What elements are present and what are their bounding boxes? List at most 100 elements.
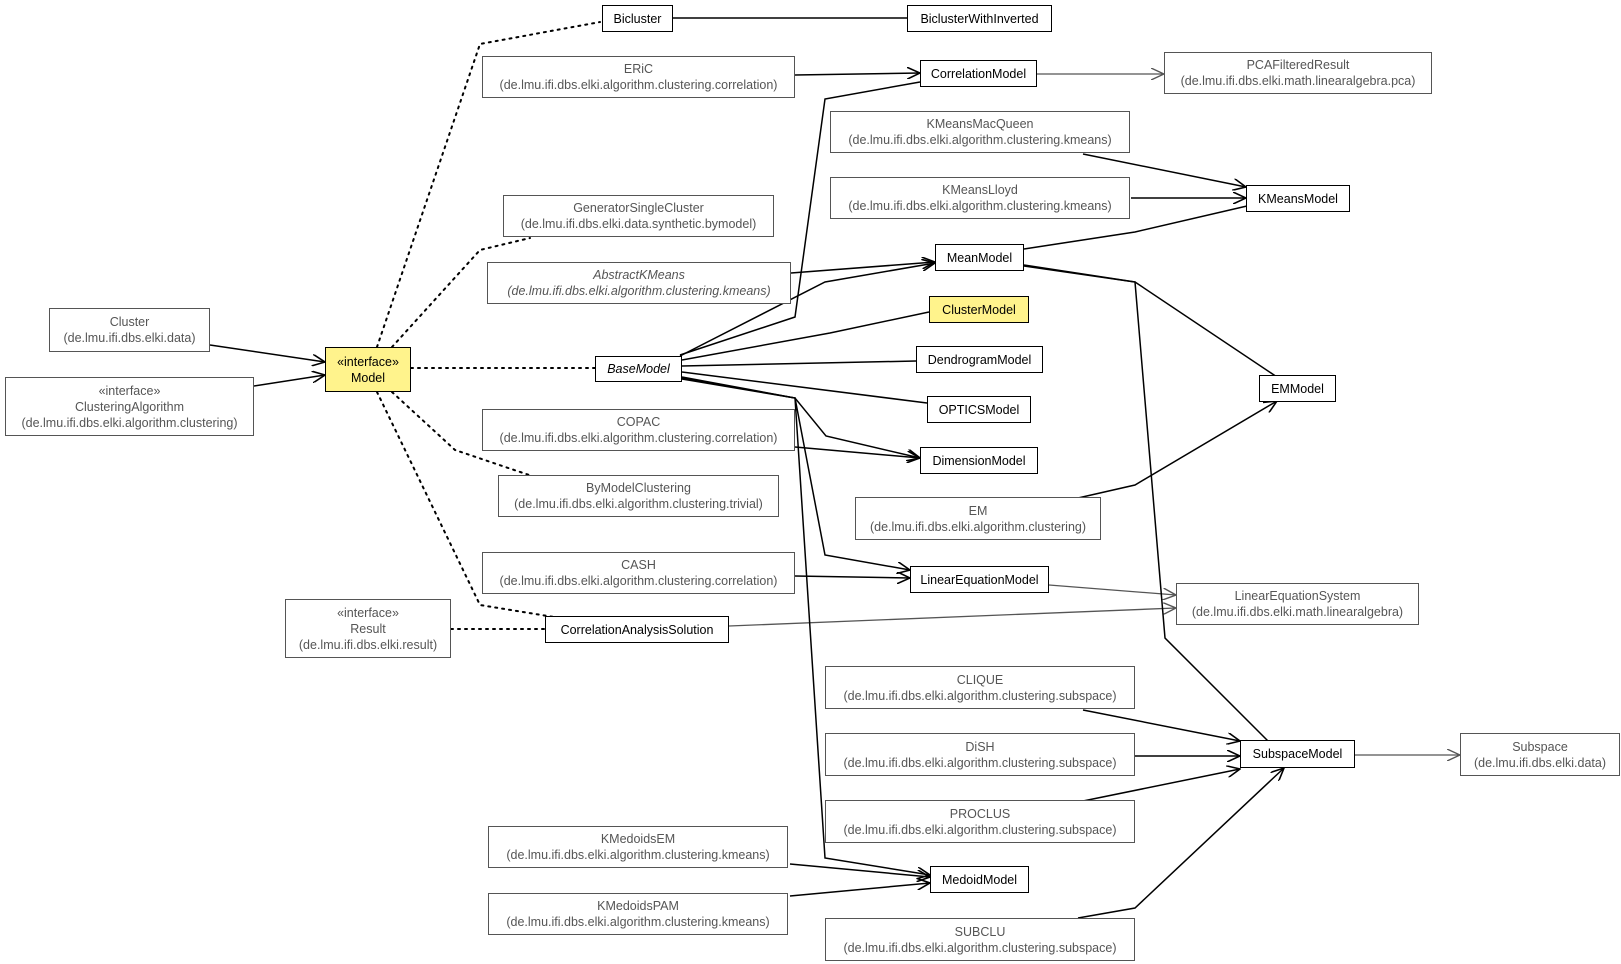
node-bicluster[interactable]: Bicluster xyxy=(602,5,673,32)
edge-mean-kmeans xyxy=(1023,205,1248,250)
node-name: CLIQUE xyxy=(956,672,1004,687)
edge-cluster-model xyxy=(209,344,325,362)
edge-macqueen-kmeans xyxy=(1082,153,1246,187)
node-name: EM xyxy=(968,503,988,518)
node-name: BaseModel xyxy=(607,362,670,376)
node-name: KMedoidsPAM xyxy=(597,899,679,913)
node-kmeans-model[interactable]: KMeansModel xyxy=(1246,185,1350,212)
edge-base-cluster xyxy=(681,311,930,361)
node-dendrogram-model[interactable]: DendrogramModel xyxy=(916,346,1043,373)
node-optics-model[interactable]: OPTICSModel xyxy=(927,396,1031,423)
edge-correlation-solution-system xyxy=(728,608,1176,627)
node-cluster[interactable]: Cluster (de.lmu.ifi.dbs.elki.data) xyxy=(49,308,210,352)
node-cash[interactable]: CASH (de.lmu.ifi.dbs.elki.algorithm.clus… xyxy=(482,552,795,594)
node-correlation-model[interactable]: CorrelationModel xyxy=(920,60,1037,87)
node-name: CASH xyxy=(621,558,656,572)
node-package: (de.lmu.ifi.dbs.elki.algorithm.clusterin… xyxy=(499,574,778,588)
node-result[interactable]: «interface» Result (de.lmu.ifi.dbs.elki.… xyxy=(285,599,451,658)
node-package: (de.lmu.ifi.dbs.elki.algorithm.clusterin… xyxy=(499,78,778,92)
node-subclu[interactable]: SUBCLU (de.lmu.ifi.dbs.elki.algorithm.cl… xyxy=(825,918,1135,961)
node-package: (de.lmu.ifi.dbs.elki.algorithm.clusterin… xyxy=(499,431,778,445)
edge-abstract-mean xyxy=(790,262,935,274)
node-bymodel-clustering[interactable]: ByModelClustering (de.lmu.ifi.dbs.elki.a… xyxy=(498,475,779,517)
edge-proclus-subspace xyxy=(1082,769,1240,802)
node-dimension-model[interactable]: DimensionModel xyxy=(920,447,1038,474)
node-copac[interactable]: COPAC (de.lmu.ifi.dbs.elki.algorithm.clu… xyxy=(482,409,795,451)
edge-em-emmodel xyxy=(1077,401,1277,499)
node-correlation-analysis-solution[interactable]: CorrelationAnalysisSolution xyxy=(545,616,729,643)
node-abstract-kmeans[interactable]: AbstractKMeans (de.lmu.ifi.dbs.elki.algo… xyxy=(487,262,791,304)
edge-base-correlation xyxy=(679,81,921,356)
node-stereotype: «interface» xyxy=(337,354,399,369)
node-name: MeanModel xyxy=(946,250,1013,265)
edge-kmedoidspam-medoid xyxy=(789,883,930,897)
node-name: COPAC xyxy=(616,415,661,429)
node-stereotype: «interface» xyxy=(337,605,399,620)
node-package: (de.lmu.ifi.dbs.elki.algorithm.clusterin… xyxy=(506,848,770,862)
node-kmeans-macqueen[interactable]: KMeansMacQueen (de.lmu.ifi.dbs.elki.algo… xyxy=(830,111,1130,153)
node-package: (de.lmu.ifi.dbs.elki.math.linearalgebra.… xyxy=(1180,74,1416,88)
node-name: ClusterModel xyxy=(942,302,1016,317)
node-pca-filtered-result[interactable]: PCAFilteredResult (de.lmu.ifi.dbs.elki.m… xyxy=(1164,52,1432,94)
node-proclus[interactable]: PROCLUS (de.lmu.ifi.dbs.elki.algorithm.c… xyxy=(825,800,1135,843)
node-name: DiSH xyxy=(965,739,995,754)
node-bicluster-with-inverted[interactable]: BiclusterWithInverted xyxy=(907,5,1052,32)
node-em-model[interactable]: EMModel xyxy=(1259,375,1336,402)
node-package: (de.lmu.ifi.dbs.elki.algorithm.clusterin… xyxy=(848,199,1112,213)
node-package: (de.lmu.ifi.dbs.elki.algorithm.clusterin… xyxy=(843,688,1117,703)
edge-model-correlation-solution xyxy=(376,391,561,619)
node-name: KMeansMacQueen xyxy=(926,117,1034,131)
node-name: PCAFilteredResult xyxy=(1246,58,1350,72)
node-linear-equation-system[interactable]: LinearEquationSystem (de.lmu.ifi.dbs.elk… xyxy=(1176,583,1419,625)
node-package: (de.lmu.ifi.dbs.elki.algorithm.clusterin… xyxy=(507,284,771,298)
node-name: KMeansModel xyxy=(1258,191,1338,206)
node-dish[interactable]: DiSH (de.lmu.ifi.dbs.elki.algorithm.clus… xyxy=(825,733,1135,776)
edge-linear-model-system xyxy=(1048,584,1176,595)
edge-model-generator xyxy=(391,237,531,348)
node-name: DimensionModel xyxy=(932,453,1026,468)
node-package: (de.lmu.ifi.dbs.elki.data) xyxy=(1473,755,1606,770)
node-name: ERiC xyxy=(623,62,654,76)
node-name: GeneratorSingleCluster xyxy=(573,201,704,215)
node-package: (de.lmu.ifi.dbs.elki.math.linearalgebra) xyxy=(1191,605,1404,619)
node-package: (de.lmu.ifi.dbs.elki.algorithm.clusterin… xyxy=(843,940,1117,955)
node-name: ByModelClustering xyxy=(586,481,691,495)
node-cluster-model[interactable]: ClusterModel xyxy=(929,296,1029,323)
node-package: (de.lmu.ifi.dbs.elki.algorithm.clusterin… xyxy=(848,133,1112,147)
edge-base-dendrogram xyxy=(681,360,917,367)
node-mean-model[interactable]: MeanModel xyxy=(935,244,1024,271)
node-name: MedoidModel xyxy=(941,872,1018,887)
node-name: OPTICSModel xyxy=(938,402,1020,417)
node-package: (de.lmu.ifi.dbs.elki.result) xyxy=(298,637,438,652)
node-name: PROCLUS xyxy=(949,806,1011,821)
edge-eric-correlation xyxy=(794,73,920,75)
node-kmedoids-em[interactable]: KMedoidsEM (de.lmu.ifi.dbs.elki.algorith… xyxy=(488,826,788,868)
node-base-model[interactable]: BaseModel xyxy=(595,356,682,382)
edge-clique-subspace xyxy=(1082,709,1240,741)
node-name: SUBCLU xyxy=(954,924,1006,939)
node-generator-single-cluster[interactable]: GeneratorSingleCluster (de.lmu.ifi.dbs.e… xyxy=(503,195,774,237)
edge-mean-em xyxy=(1023,264,1278,378)
node-subspace[interactable]: Subspace (de.lmu.ifi.dbs.elki.data) xyxy=(1460,733,1620,776)
node-medoid-model[interactable]: MedoidModel xyxy=(930,866,1029,893)
node-model[interactable]: «interface» Model xyxy=(325,347,411,392)
node-name: Subspace xyxy=(1512,739,1568,754)
node-linear-equation-model[interactable]: LinearEquationModel xyxy=(910,566,1049,593)
node-name: EMModel xyxy=(1271,381,1324,396)
node-name: BiclusterWithInverted xyxy=(920,11,1039,26)
node-eric[interactable]: ERiC (de.lmu.ifi.dbs.elki.algorithm.clus… xyxy=(482,56,795,98)
node-name: Model xyxy=(350,370,386,385)
node-name: AbstractKMeans xyxy=(593,268,685,282)
node-clustering-algorithm[interactable]: «interface» ClusteringAlgorithm (de.lmu.… xyxy=(5,377,254,436)
node-subspace-model[interactable]: SubspaceModel xyxy=(1240,740,1355,768)
edge-base-medoid xyxy=(681,378,930,875)
node-em[interactable]: EM (de.lmu.ifi.dbs.elki.algorithm.cluste… xyxy=(855,497,1101,540)
edge-mean-subspace xyxy=(1023,265,1271,744)
node-kmeans-lloyd[interactable]: KMeansLloyd (de.lmu.ifi.dbs.elki.algorit… xyxy=(830,177,1130,219)
edge-model-bymodel xyxy=(391,391,536,478)
node-package: (de.lmu.ifi.dbs.elki.algorithm.clusterin… xyxy=(21,415,238,430)
node-kmedoids-pam[interactable]: KMedoidsPAM (de.lmu.ifi.dbs.elki.algorit… xyxy=(488,893,788,935)
edge-subclu-subspace xyxy=(1077,768,1284,919)
node-clique[interactable]: CLIQUE (de.lmu.ifi.dbs.elki.algorithm.cl… xyxy=(825,666,1135,709)
